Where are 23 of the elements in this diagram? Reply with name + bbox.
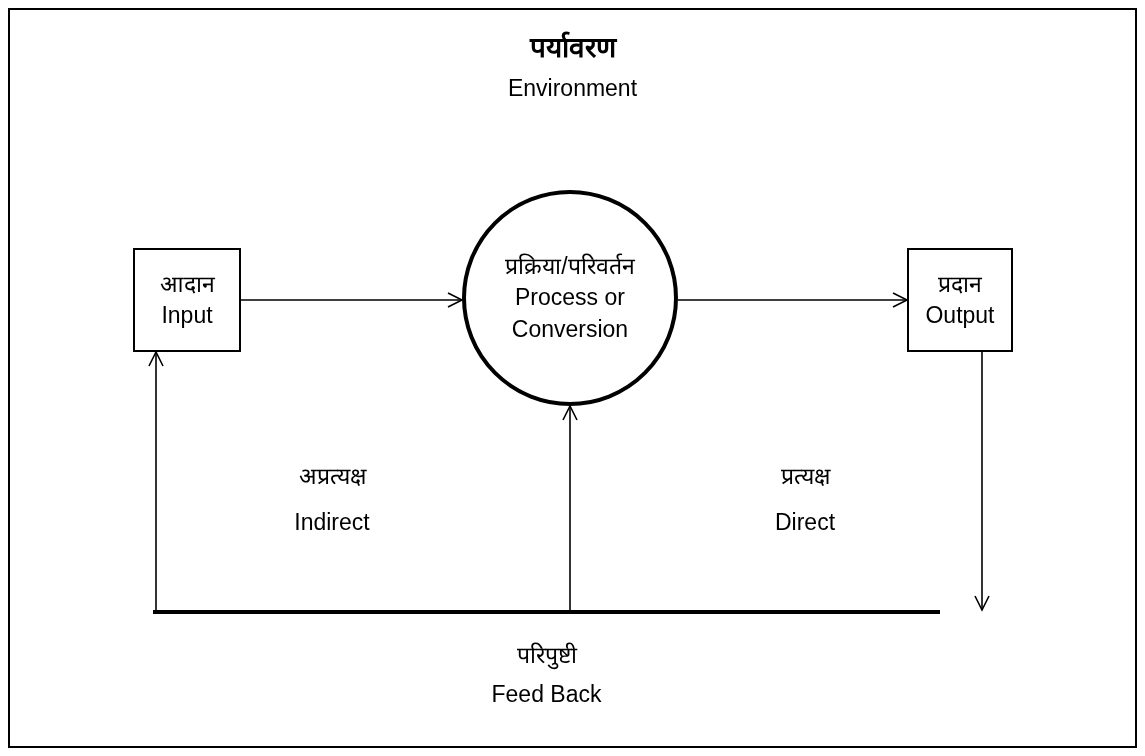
feedback-label: परिपुष्टी bbox=[515, 641, 579, 672]
process-circle bbox=[462, 190, 678, 406]
input-box bbox=[133, 248, 241, 352]
arrow bbox=[677, 292, 908, 308]
arrow bbox=[240, 292, 463, 308]
node-label: Environment bbox=[506, 73, 639, 103]
node-label: Output bbox=[924, 301, 996, 330]
title: पर्यावरण bbox=[528, 30, 618, 65]
feedback-type-label: Indirect bbox=[293, 508, 371, 537]
feedback-type-label: प्रत्यक्ष bbox=[779, 462, 832, 491]
node-label: Input bbox=[160, 301, 214, 330]
arrow bbox=[562, 405, 578, 611]
node-label: प्रक्रिया/परिवर्तन bbox=[504, 252, 636, 282]
node-label: Process or Conversion bbox=[510, 283, 630, 344]
feedback-type-label: Direct bbox=[773, 508, 837, 537]
arrow bbox=[974, 351, 990, 611]
environment-frame bbox=[8, 8, 1137, 748]
output-box bbox=[907, 248, 1013, 352]
arrow bbox=[148, 351, 164, 611]
node-label: आदान bbox=[158, 269, 216, 299]
node-label: प्रदान bbox=[937, 269, 983, 299]
feedback-label: Feed Back bbox=[490, 680, 603, 710]
feedback-type-label: अप्रत्यक्ष bbox=[297, 462, 368, 491]
